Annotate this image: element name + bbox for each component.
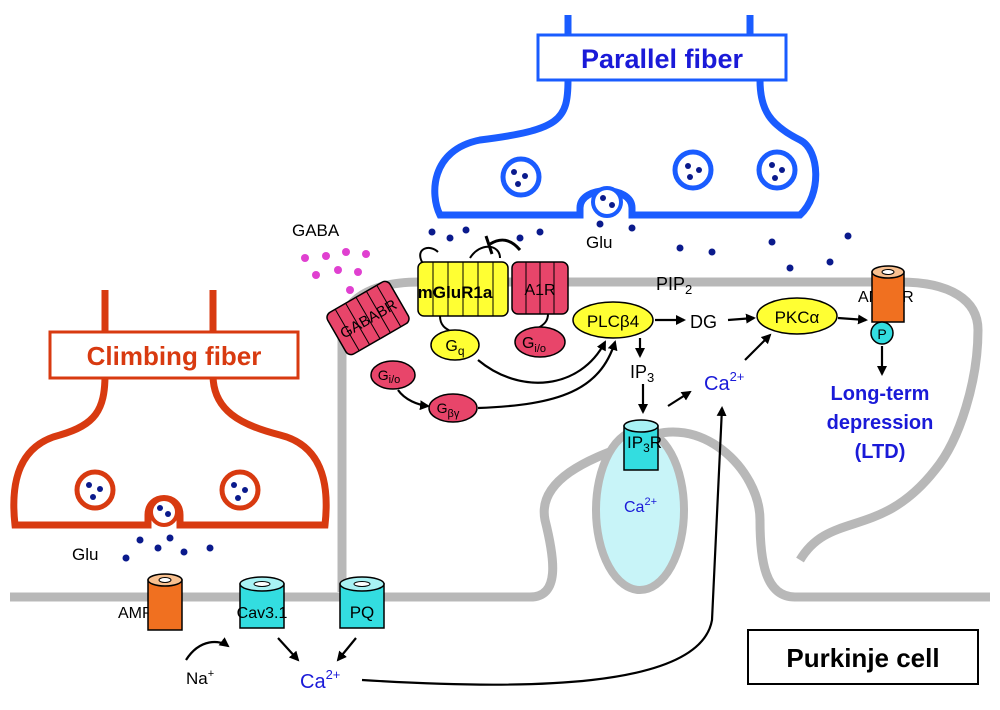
pq-label: PQ xyxy=(350,603,375,622)
ca-bottom-label: Ca2+ xyxy=(300,667,340,693)
svg-text:Gq: Gq xyxy=(445,338,464,358)
arrow-ip3r-to-ca xyxy=(667,390,692,407)
arrow-pq-to-ca xyxy=(336,637,357,662)
arrow-ca-bottom-to-mid xyxy=(361,406,727,686)
svg-text:Gi/o: Gi/o xyxy=(378,367,401,386)
vesicle xyxy=(149,497,179,527)
ampar-top-channel xyxy=(871,265,905,323)
ca-er-label: Ca2+ xyxy=(624,496,657,516)
glu-label-bottom: Glu xyxy=(72,545,98,564)
arrow-ca-to-pkca xyxy=(744,333,772,361)
vesicle xyxy=(672,149,714,191)
climbing-fiber-label-box xyxy=(48,330,300,380)
plcb4-enzyme: PLCβ4 xyxy=(572,301,654,339)
arrow-ampar-na xyxy=(185,637,230,661)
purkinje-cell-label: Purkinje cell xyxy=(786,643,939,673)
a1r-receptor: A1R xyxy=(511,261,569,331)
pkca-label: PKCα xyxy=(775,308,820,327)
ip3r-label: IP3R xyxy=(627,433,662,455)
svg-text:Gβγ: Gβγ xyxy=(437,400,460,420)
climbing-fiber-label: Climbing fiber xyxy=(87,341,262,371)
gio-protein-right: Gi/o xyxy=(514,326,566,358)
arrow-cav31-to-ca xyxy=(277,637,300,662)
arrow-gq-to-plcb4 xyxy=(477,340,606,384)
glutamate-molecules-bottom xyxy=(86,482,248,562)
arrow-pkca-to-ampar xyxy=(837,314,868,325)
parallel-fiber-label-box xyxy=(536,33,788,82)
gababr-receptor: GABABR xyxy=(326,280,410,356)
ca-middle-label: Ca2+ xyxy=(704,369,744,395)
gio-protein-left: Gi/o xyxy=(370,360,416,390)
svg-text:Gi/o: Gi/o xyxy=(522,335,546,355)
a1r-inhibits-mglur1a xyxy=(484,235,522,255)
purkinje-label-box xyxy=(747,629,979,685)
gaba-label: GABA xyxy=(292,221,340,240)
gbg-protein: Gβγ xyxy=(428,393,478,423)
vesicle xyxy=(591,186,623,218)
svg-text:(LTD): (LTD) xyxy=(855,441,906,463)
pip2-label: PIP2 xyxy=(656,274,692,297)
ltd-label: Long-term depression (LTD) xyxy=(827,383,934,463)
parallel-fiber-label: Parallel fiber xyxy=(581,44,744,74)
ip3r-channel: IP3R xyxy=(623,419,662,471)
ip3-label: IP3 xyxy=(630,362,654,385)
parallel-fiber-vesicles xyxy=(500,149,798,218)
cav31-channel: Cav3.1 xyxy=(237,576,288,629)
na-label: Na+ xyxy=(186,668,214,688)
glu-label-top: Glu xyxy=(586,233,612,252)
climbing-fiber-terminal xyxy=(10,290,330,529)
vesicle xyxy=(756,149,798,191)
climbing-fiber-vesicles xyxy=(74,469,261,527)
arrow-gio-to-gbg xyxy=(397,389,430,411)
mglur1a-receptor: mGluR1a xyxy=(417,245,509,337)
svg-text:Long-term: Long-term xyxy=(831,383,930,405)
dg-label: DG xyxy=(690,312,717,332)
arrow-dg-to-pkca xyxy=(727,313,756,324)
glutamate-molecules-top xyxy=(428,162,852,272)
pq-channel: PQ xyxy=(339,576,385,629)
gaba-molecules xyxy=(301,248,370,294)
svg-text:depression: depression xyxy=(827,412,934,434)
gq-protein: Gq xyxy=(430,329,480,361)
plcb4-label: PLCβ4 xyxy=(587,312,639,331)
phosphate-label: P xyxy=(877,326,886,342)
cav31-label: Cav3.1 xyxy=(237,605,288,622)
vesicle xyxy=(500,156,542,198)
arrow-gbg-to-plcb4 xyxy=(477,340,618,410)
phosphate: P xyxy=(870,321,894,345)
mglur1a-label: mGluR1a xyxy=(418,283,493,302)
ampar-bottom-channel xyxy=(147,573,183,631)
vesicle xyxy=(219,469,261,511)
a1r-label: A1R xyxy=(524,282,555,299)
pathway-arrows xyxy=(185,313,887,686)
pkca-enzyme: PKCα xyxy=(756,297,838,335)
vesicle xyxy=(74,469,116,511)
